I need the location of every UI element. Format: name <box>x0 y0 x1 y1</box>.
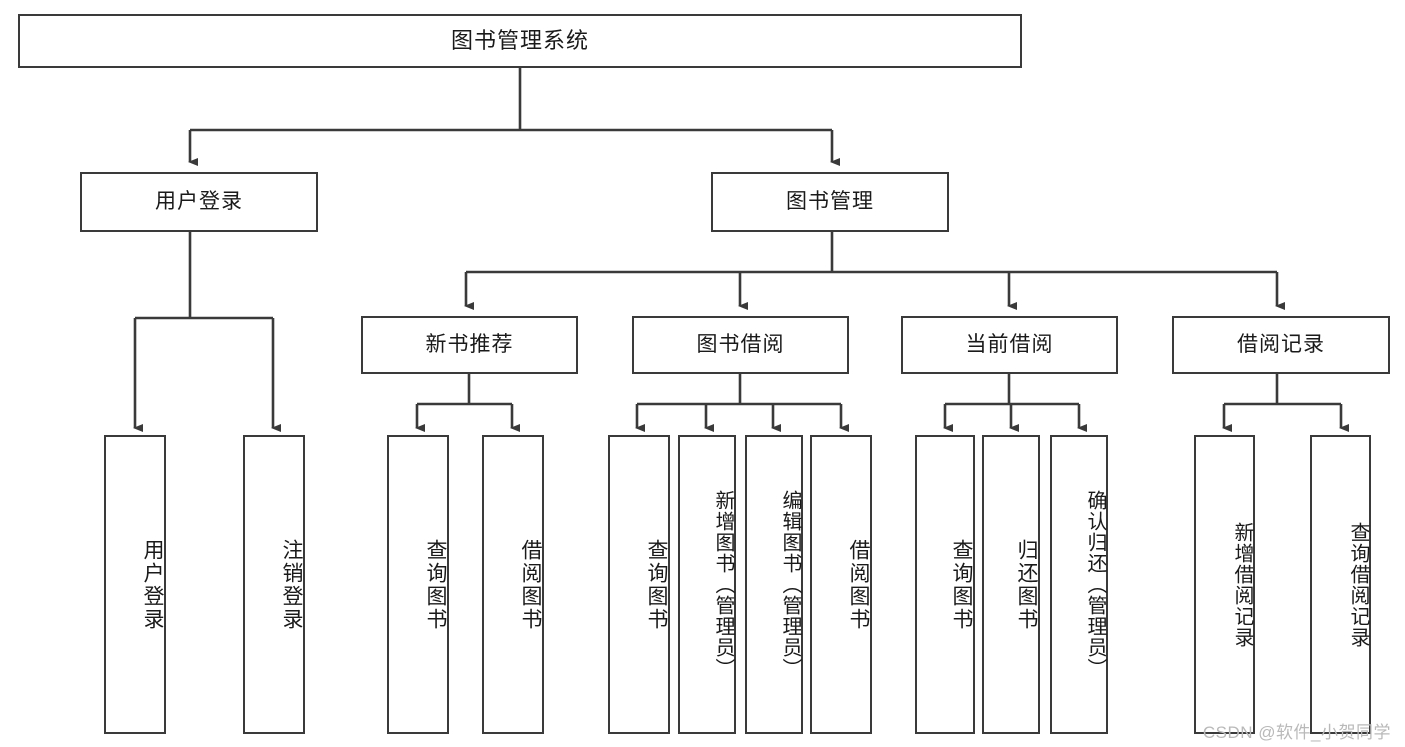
leaf-user-login-login[interactable]: 用户登录 <box>104 435 166 734</box>
node-root-system[interactable]: 图书管理系统 <box>18 14 1022 68</box>
leaf-current-borrow-return[interactable]: 归还图书 <box>982 435 1040 734</box>
node-label: 新书推荐 <box>425 332 514 356</box>
node-label: 查询图书 <box>645 538 668 631</box>
node-label: 归还图书 <box>1015 538 1038 631</box>
leaf-new-book-borrow[interactable]: 借阅图书 <box>482 435 544 734</box>
node-book-borrow[interactable]: 图书借阅 <box>632 316 849 374</box>
node-new-book-recommend[interactable]: 新书推荐 <box>361 316 578 374</box>
node-label: 新增借阅记录 <box>1231 521 1253 648</box>
node-borrow-record[interactable]: 借阅记录 <box>1172 316 1390 374</box>
node-book-management[interactable]: 图书管理 <box>711 172 949 232</box>
leaf-current-borrow-confirm-return[interactable]: 确认归还（管理员） <box>1050 435 1108 734</box>
leaf-book-borrow-query[interactable]: 查询图书 <box>608 435 670 734</box>
leaf-book-borrow-add[interactable]: 新增图书（管理员） <box>678 435 736 734</box>
node-label: 图书管理 <box>786 189 874 213</box>
leaf-book-borrow-edit[interactable]: 编辑图书（管理员） <box>745 435 803 734</box>
node-label: 借阅图书 <box>519 538 542 631</box>
node-current-borrow[interactable]: 当前借阅 <box>901 316 1118 374</box>
node-label: 图书借阅 <box>696 332 785 356</box>
node-label: 查询图书 <box>950 538 973 631</box>
leaf-borrow-record-query[interactable]: 查询借阅记录 <box>1310 435 1371 734</box>
node-label: 新增图书（管理员） <box>712 490 734 679</box>
leaf-new-book-query[interactable]: 查询图书 <box>387 435 449 734</box>
node-label: 编辑图书（管理员） <box>779 490 801 679</box>
node-label: 当前借阅 <box>965 332 1054 356</box>
node-label: 注销登录 <box>280 538 303 631</box>
leaf-current-borrow-query[interactable]: 查询图书 <box>915 435 975 734</box>
node-label: 用户登录 <box>141 538 164 631</box>
node-label: 借阅记录 <box>1237 332 1325 356</box>
node-user-login[interactable]: 用户登录 <box>80 172 318 232</box>
node-label: 图书管理系统 <box>450 28 589 54</box>
leaf-book-borrow-borrow[interactable]: 借阅图书 <box>810 435 872 734</box>
node-label: 借阅图书 <box>847 538 870 631</box>
node-label: 确认归还（管理员） <box>1084 490 1106 679</box>
node-label: 查询图书 <box>424 538 447 631</box>
node-label: 用户登录 <box>155 189 243 213</box>
csdn-watermark: CSDN @软件_小贺同学 <box>1202 723 1391 742</box>
leaf-borrow-record-add[interactable]: 新增借阅记录 <box>1194 435 1255 734</box>
node-label: 查询借阅记录 <box>1347 521 1369 648</box>
leaf-user-login-logout[interactable]: 注销登录 <box>243 435 305 734</box>
